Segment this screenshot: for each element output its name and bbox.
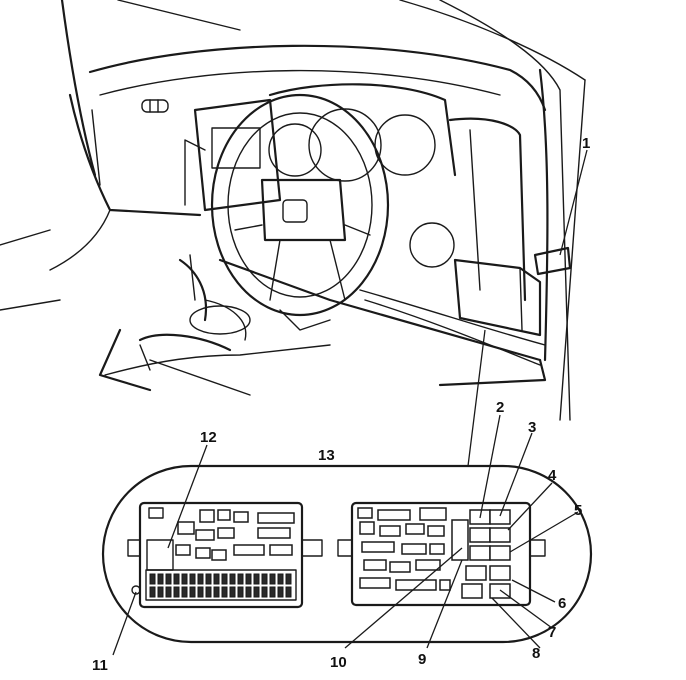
callout-labels: 1 2 3 4 5 6 7 8 9 10 11 12 13 <box>92 135 590 674</box>
mini-fuse <box>165 586 172 598</box>
callout-3: 3 <box>528 419 536 436</box>
mini-fuse <box>197 586 204 598</box>
callout-10: 10 <box>330 654 347 671</box>
mini-fuse <box>149 586 156 598</box>
callout-5: 5 <box>574 502 582 519</box>
mini-fuse <box>269 586 276 598</box>
mini-fuse <box>261 586 268 598</box>
mini-fuse <box>277 573 284 585</box>
callout-4: 4 <box>548 467 557 484</box>
leader-lines <box>112 149 588 656</box>
mini-fuse <box>269 573 276 585</box>
mini-fuse <box>173 586 180 598</box>
mini-fuse <box>205 573 212 585</box>
mini-fuse <box>237 573 244 585</box>
callout-11: 11 <box>92 657 108 674</box>
mini-fuse <box>189 573 196 585</box>
callout-12: 12 <box>200 429 217 446</box>
mini-fuse <box>181 586 188 598</box>
dashboard-illustration <box>0 0 586 421</box>
mini-fuse <box>229 573 236 585</box>
mini-fuse <box>189 586 196 598</box>
mini-fuse <box>173 573 180 585</box>
mini-fuse <box>285 573 292 585</box>
mini-fuse <box>197 573 204 585</box>
mini-fuse <box>277 586 284 598</box>
fuse-box-detail <box>101 464 593 644</box>
mini-fuse-strip <box>149 573 292 598</box>
mini-fuse <box>245 586 252 598</box>
mini-fuse <box>253 573 260 585</box>
callout-7: 7 <box>548 624 556 641</box>
mini-fuse <box>181 573 188 585</box>
mini-fuse <box>157 586 164 598</box>
mini-fuse <box>221 573 228 585</box>
mini-fuse <box>237 586 244 598</box>
callout-6: 6 <box>558 595 566 612</box>
mini-fuse <box>149 573 156 585</box>
mini-fuse <box>285 586 292 598</box>
mini-fuse <box>221 586 228 598</box>
callout-1: 1 <box>582 135 590 152</box>
mini-fuse <box>165 573 172 585</box>
callout-8: 8 <box>532 645 540 662</box>
mini-fuse <box>157 573 164 585</box>
mini-fuse <box>213 573 220 585</box>
mini-fuse <box>213 586 220 598</box>
callout-13: 13 <box>318 447 335 464</box>
callout-2: 2 <box>496 399 504 416</box>
mini-fuse <box>205 586 212 598</box>
mini-fuse <box>245 573 252 585</box>
mini-fuse <box>261 573 268 585</box>
mini-fuse <box>253 586 260 598</box>
mini-fuse <box>229 586 236 598</box>
callout-9: 9 <box>418 651 426 668</box>
